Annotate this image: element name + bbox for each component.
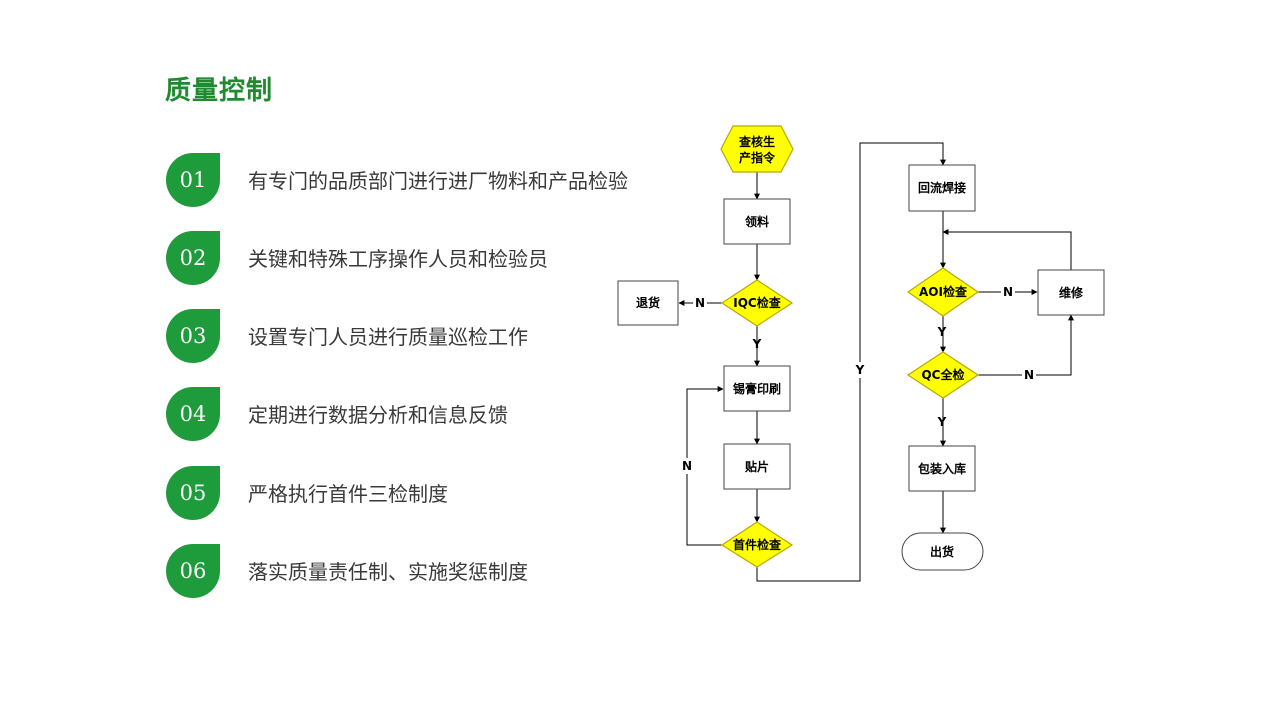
label-ship: 出货 <box>930 544 954 559</box>
box-return <box>617 280 679 326</box>
number-badge: 06 <box>166 544 220 598</box>
edge-label-no: N <box>1024 368 1034 382</box>
label-bg <box>853 362 867 378</box>
edge-label-yes: Y <box>937 415 947 429</box>
edge-label-no: N <box>1003 285 1013 299</box>
edge-labels: N Y N Y N Y N Y <box>680 284 1036 474</box>
label-reflow: 回流焊接 <box>918 180 966 195</box>
number-badge: 01 <box>166 153 220 207</box>
list-item: 01 有专门的品质部门进行进厂物料和产品检验 <box>166 153 686 207</box>
box-mount <box>723 443 791 490</box>
list-item-text: 定期进行数据分析和信息反馈 <box>248 403 508 427</box>
diamond-first-check <box>720 521 794 568</box>
process-boxes <box>617 164 1105 571</box>
list-item: 06 落实质量责任制、实施奖惩制度 <box>166 544 686 598</box>
label-mount: 贴片 <box>745 459 769 474</box>
box-reflow <box>908 164 976 212</box>
edge-label-yes: Y <box>855 363 865 377</box>
label-bg <box>1001 284 1015 300</box>
label-pack: 包装入库 <box>917 461 966 476</box>
label-bg <box>693 295 707 311</box>
list-item: 02 关键和特殊工序操作人员和检验员 <box>166 231 686 285</box>
label-repair: 维修 <box>1059 285 1084 300</box>
edge-label-no: N <box>695 296 705 310</box>
node-label: 查核生 <box>738 134 775 149</box>
label-iqc: IQC检查 <box>733 295 781 310</box>
node-labels: 领料 IQC检查 退货 锡膏印刷 贴片 首件检查 回流焊接 AOI检查 维修 Q… <box>636 180 1084 559</box>
edge-qc-to-repair <box>978 314 1074 376</box>
box-repair <box>1037 269 1105 316</box>
page-title: 质量控制 <box>165 76 274 106</box>
number-badge: 02 <box>166 231 220 285</box>
number-badge: 04 <box>166 387 220 441</box>
terminal-ship <box>901 532 984 571</box>
start-hexagon <box>720 125 794 173</box>
label-pick: 领料 <box>745 214 769 229</box>
list-item-text: 严格执行首件三检制度 <box>248 482 448 506</box>
box-solder-print <box>723 365 791 412</box>
list-item-text: 设置专门人员进行质量巡检工作 <box>248 325 528 349</box>
list-item-text: 有专门的品质部门进行进厂物料和产品检验 <box>248 169 628 193</box>
list-item: 05 严格执行首件三检制度 <box>166 466 686 520</box>
decision-nodes <box>720 267 980 568</box>
edge-label-yes: Y <box>937 325 947 339</box>
label-first-check: 首件检查 <box>733 537 782 552</box>
label-solder-print: 锡膏印刷 <box>733 381 781 396</box>
edge-label-yes: Y <box>752 337 762 351</box>
label-bg <box>1022 367 1036 383</box>
list-item: 04 定期进行数据分析和信息反馈 <box>166 387 686 441</box>
edge-label-no: N <box>682 459 692 473</box>
label-aoi: AOI检查 <box>919 284 968 299</box>
list-item-text: 落实质量责任制、实施奖惩制度 <box>248 560 528 584</box>
list-item: 03 设置专门人员进行质量巡检工作 <box>166 309 686 363</box>
diamond-aoi <box>906 267 980 317</box>
box-pick <box>723 198 791 245</box>
diamond-qc <box>906 351 980 399</box>
number-badge: 03 <box>166 309 220 363</box>
label-return: 退货 <box>636 295 660 310</box>
number-badge: 05 <box>166 466 220 520</box>
node-check-order: 查核生 产指令 <box>720 125 794 173</box>
label-bg <box>680 458 694 474</box>
list-item-text: 关键和特殊工序操作人员和检验员 <box>248 247 548 271</box>
node-label: 产指令 <box>739 150 776 165</box>
edge-repair-back <box>942 229 1072 270</box>
diamond-iqc <box>720 279 794 327</box>
box-pack <box>908 445 976 492</box>
label-qc: QC全检 <box>921 367 964 382</box>
